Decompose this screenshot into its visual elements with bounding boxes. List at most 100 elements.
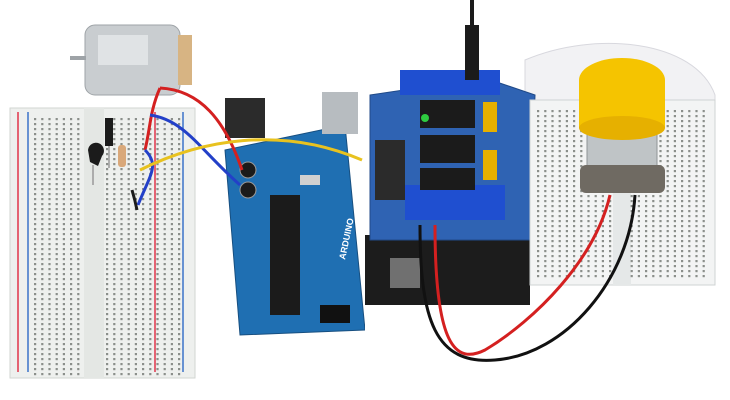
breadboard-hole <box>163 298 166 301</box>
breadboard-hole <box>62 118 65 121</box>
breadboard-hole <box>55 283 58 286</box>
breadboard-hole <box>113 148 116 151</box>
motor-wires <box>418 194 637 362</box>
breadboard-hole <box>702 205 705 208</box>
breadboard-hole <box>673 145 676 148</box>
breadboard-hole <box>149 368 152 371</box>
breadboard-hole <box>695 195 698 198</box>
breadboard-hole <box>149 303 152 306</box>
breadboard-hole <box>70 168 73 171</box>
breadboard-hole <box>601 255 604 258</box>
breadboard-hole <box>565 200 568 203</box>
breadboard-hole <box>113 298 116 301</box>
breadboard-hole <box>637 210 640 213</box>
breadboard-hole <box>149 143 152 146</box>
breadboard-hole <box>659 160 662 163</box>
breadboard-hole <box>681 130 684 133</box>
breadboard-hole <box>113 368 116 371</box>
breadboard-hole <box>565 270 568 273</box>
breadboard-hole <box>142 198 145 201</box>
breadboard-hole <box>113 318 116 321</box>
breadboard-hole <box>673 195 676 198</box>
breadboard-hole <box>178 363 181 366</box>
breadboard-hole <box>113 323 116 326</box>
breadboard-hole <box>645 220 648 223</box>
breadboard-hole <box>163 148 166 151</box>
breadboard-hole <box>156 338 159 341</box>
breadboard-hole <box>587 255 590 258</box>
breadboard-hole <box>695 230 698 233</box>
breadboard-hole <box>127 148 130 151</box>
breadboard-hole <box>580 165 583 168</box>
breadboard-hole <box>41 268 44 271</box>
breadboard-hole <box>688 270 691 273</box>
breadboard-hole <box>673 175 676 178</box>
breadboard-hole <box>156 123 159 126</box>
breadboard-hole <box>48 343 51 346</box>
breadboard-hole <box>565 250 568 253</box>
breadboard-hole <box>106 323 109 326</box>
breadboard-hole <box>70 243 73 246</box>
breadboard-hole <box>41 253 44 256</box>
breadboard-hole <box>609 210 612 213</box>
breadboard-hole <box>77 343 80 346</box>
breadboard-hole <box>163 373 166 376</box>
breadboard-hole <box>688 230 691 233</box>
breadboard-hole <box>601 275 604 278</box>
breadboard-hole <box>149 288 152 291</box>
breadboard-hole <box>551 235 554 238</box>
breadboard-hole <box>134 173 137 176</box>
breadboard-hole <box>695 245 698 248</box>
breadboard-hole <box>134 143 137 146</box>
breadboard-hole <box>156 313 159 316</box>
breadboard-hole <box>142 278 145 281</box>
breadboard-hole <box>127 213 130 216</box>
breadboard-hole <box>34 258 37 261</box>
breadboard-hole <box>666 115 669 118</box>
breadboard-hole <box>609 260 612 263</box>
breadboard-hole <box>142 228 145 231</box>
breadboard-hole <box>134 258 137 261</box>
breadboard-hole <box>580 250 583 253</box>
breadboard-hole <box>41 193 44 196</box>
breadboard-hole <box>688 145 691 148</box>
breadboard-hole <box>544 135 547 138</box>
breadboard-hole <box>134 213 137 216</box>
breadboard-hole <box>77 118 80 121</box>
breadboard-hole <box>178 258 181 261</box>
breadboard-hole <box>34 168 37 171</box>
breadboard-hole <box>48 303 51 306</box>
breadboard-hole <box>34 133 37 136</box>
breadboard-hole <box>681 250 684 253</box>
breadboard-hole <box>558 230 561 233</box>
breadboard-hole <box>573 225 576 228</box>
breadboard-hole <box>695 125 698 128</box>
breadboard-hole <box>156 133 159 136</box>
breadboard-hole <box>156 293 159 296</box>
breadboard-hole <box>163 258 166 261</box>
breadboard-hole <box>55 238 58 241</box>
breadboard-hole <box>34 203 37 206</box>
breadboard-hole <box>113 308 116 311</box>
breadboard-hole <box>609 245 612 248</box>
breadboard-hole <box>609 255 612 258</box>
breadboard-hole <box>681 125 684 128</box>
breadboard-hole <box>142 153 145 156</box>
breadboard-hole <box>142 328 145 331</box>
breadboard-hole <box>41 318 44 321</box>
breadboard-hole <box>544 150 547 153</box>
breadboard-hole <box>702 270 705 273</box>
breadboard-hole <box>565 140 568 143</box>
breadboard-hole <box>41 373 44 376</box>
breadboard-hole <box>62 258 65 261</box>
breadboard-hole <box>666 170 669 173</box>
breadboard-hole <box>149 313 152 316</box>
breadboard-hole <box>70 223 73 226</box>
breadboard-hole <box>48 168 51 171</box>
breadboard-hole <box>551 110 554 113</box>
breadboard-hole <box>673 235 676 238</box>
breadboard-hole <box>34 208 37 211</box>
breadboard-hole <box>41 123 44 126</box>
breadboard-hole <box>113 268 116 271</box>
breadboard-hole <box>565 190 568 193</box>
